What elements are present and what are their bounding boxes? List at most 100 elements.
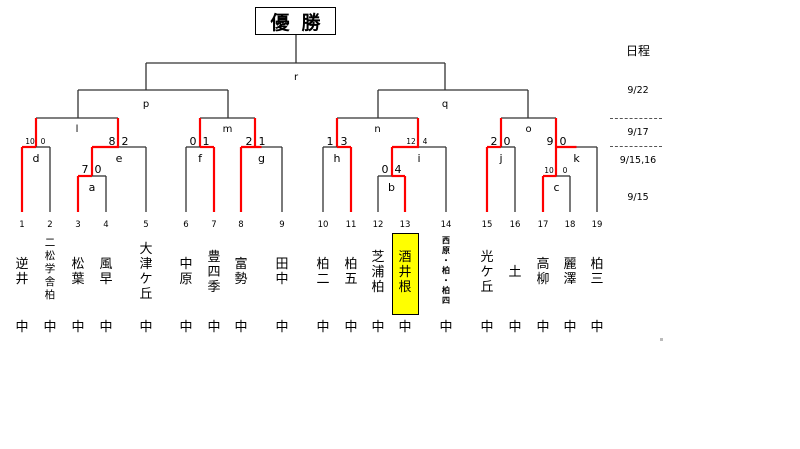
team-name-char: 柏: [442, 266, 450, 275]
score: 4: [395, 163, 402, 176]
schedule-round-first: 9/15: [627, 192, 649, 203]
team-name-char: 二: [316, 272, 330, 287]
team-name-char: 光: [480, 249, 494, 265]
score: 9: [547, 135, 554, 148]
team-suffix: 中: [563, 320, 577, 335]
team-name-char: 柏: [316, 257, 330, 272]
score: 0: [95, 163, 102, 176]
team-number: 3: [75, 220, 80, 230]
team-number: 8: [238, 220, 243, 230]
schedule-divider: [610, 118, 662, 119]
team-suffix: 中: [371, 320, 385, 335]
team-number: 9: [279, 220, 284, 230]
team-number: 7: [211, 220, 216, 230]
score: 2: [246, 135, 253, 148]
team-name: 富勢: [231, 257, 251, 287]
score: 0: [504, 135, 511, 148]
team-name-char: 五: [344, 272, 358, 287]
champion-box: 優勝: [255, 7, 336, 35]
team-suffix: 中: [590, 320, 604, 335]
team-name: 柏五: [341, 257, 361, 287]
team-suffix: 中: [439, 320, 453, 335]
team-suffix: 中: [207, 320, 221, 335]
score: 0: [382, 163, 389, 176]
score: 0: [41, 137, 46, 146]
team-number: 1: [19, 220, 24, 230]
team-name-char: 逆: [15, 257, 29, 272]
team-name-char: 酒: [398, 249, 412, 265]
match-label-b: b: [388, 181, 395, 194]
team-number: 11: [346, 220, 357, 230]
team-name-char: 丘: [480, 279, 494, 295]
team-name-char: 澤: [563, 272, 577, 287]
schedule-title: 日程: [626, 44, 651, 58]
team-name-char: 井: [15, 272, 29, 287]
score: 8: [109, 135, 116, 148]
team-name: 逆井: [12, 257, 32, 287]
match-label-g: g: [258, 152, 265, 165]
team-name-char: 芝: [371, 249, 385, 265]
team-name: 風早: [96, 257, 116, 287]
team-number: 13: [400, 220, 411, 230]
team-suffix: 中: [480, 320, 494, 335]
match-label-e: e: [116, 152, 123, 165]
team-name-char: 柏: [371, 279, 385, 295]
team-name: 酒井根: [395, 250, 415, 295]
team-suffix: 中: [15, 320, 29, 335]
champion-title: 優勝: [270, 11, 333, 34]
team-number: 17: [538, 220, 549, 230]
schedule-round-semis: 9/17: [627, 127, 649, 138]
team-name: 西原・柏・柏四: [436, 236, 456, 306]
match-label-q: q: [442, 99, 448, 110]
team-name-char: 田: [275, 257, 289, 272]
team-name-char: 中: [275, 272, 289, 287]
team-number: 18: [565, 220, 576, 230]
team-name-char: ケ: [480, 264, 494, 280]
score: 1: [327, 135, 334, 148]
match-label-i: i: [417, 152, 420, 165]
team-name-char: 西: [442, 236, 450, 245]
team-name: 柏二: [313, 257, 333, 287]
team-suffix: 中: [316, 320, 330, 335]
team-name-char: 高: [536, 257, 550, 272]
match-label-r: r: [294, 72, 299, 83]
team-name: 土: [505, 265, 525, 280]
team-name-char: 早: [99, 272, 113, 287]
team-name-char: 浦: [371, 264, 385, 280]
team-name-char: 四: [442, 296, 450, 305]
team-name-char: 舎: [44, 276, 56, 288]
schedule-round-final: 9/22: [627, 85, 649, 96]
match-label-o: o: [525, 124, 531, 135]
team-name-char: 葉: [71, 272, 85, 287]
score: 1: [203, 135, 210, 148]
team-number: 10: [318, 220, 329, 230]
score: 2: [122, 135, 129, 148]
score: 3: [341, 135, 348, 148]
team-name-char: 学: [44, 263, 56, 275]
team-name-char: 井: [398, 264, 412, 280]
match-label-a: a: [89, 181, 96, 194]
team-suffix: 中: [99, 320, 113, 335]
team-name-char: 中: [179, 257, 193, 272]
match-label-j: j: [498, 152, 502, 165]
score: 2: [491, 135, 498, 148]
team-number: 19: [592, 220, 603, 230]
team-name: 豊四季: [204, 250, 224, 295]
match-label-p: p: [143, 99, 149, 110]
score: 0: [190, 135, 197, 148]
team-name: 高柳: [533, 257, 553, 287]
match-label-m: m: [223, 124, 233, 135]
cell-marker: [660, 338, 663, 341]
highlighted-team-box: [392, 233, 419, 315]
team-suffix: 中: [234, 320, 248, 335]
team-name: 光ケ丘: [477, 250, 497, 295]
team-name-char: 柏: [44, 289, 56, 301]
score: 4: [423, 137, 428, 146]
score: 0: [563, 166, 568, 175]
schedule-round-quarters: 9/15,16: [619, 155, 657, 166]
score: 10: [544, 166, 554, 175]
team-suffix: 中: [179, 320, 193, 335]
team-number: 5: [143, 220, 148, 230]
team-number: 15: [482, 220, 493, 230]
team-name-char: 麗: [563, 257, 577, 272]
